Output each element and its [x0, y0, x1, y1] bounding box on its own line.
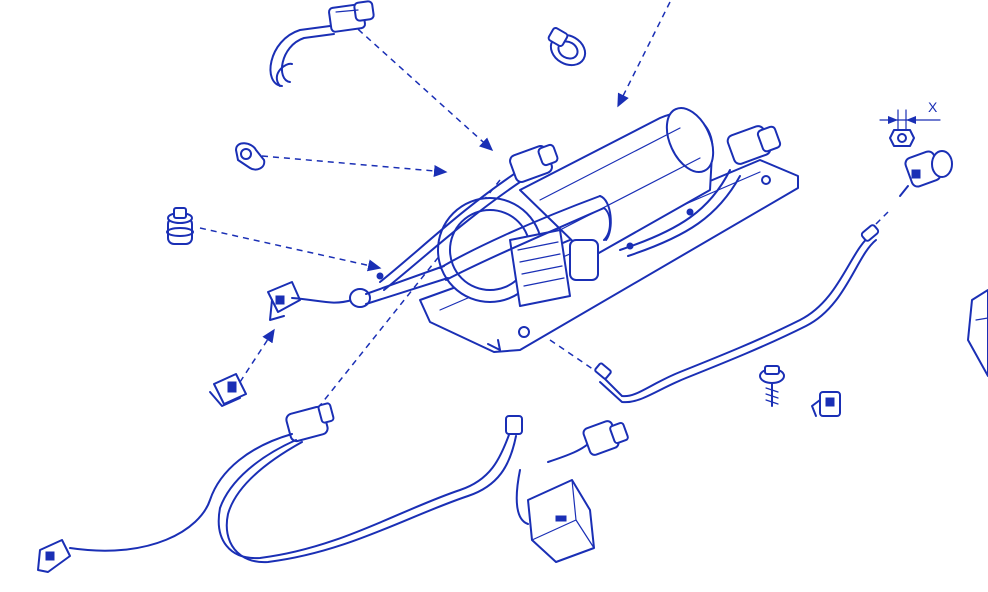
- hose-clamp: [547, 27, 587, 67]
- fuel-line: [594, 224, 880, 404]
- cable-bracket: [267, 281, 353, 321]
- control-unit: [515, 420, 629, 563]
- rubber-mount: [166, 207, 194, 245]
- screw: [759, 365, 785, 407]
- upper-hose: [269, 0, 375, 87]
- p-clip: [235, 142, 266, 171]
- plug-clip: [209, 373, 247, 407]
- edge-component: [967, 289, 988, 377]
- heater-assembly: [349, 107, 799, 353]
- small-clip: [811, 391, 841, 417]
- nut-dimension: X: [879, 99, 941, 147]
- upper-right-connector: [899, 150, 953, 197]
- lower-harness: [37, 402, 523, 573]
- dimension-label: X: [928, 99, 938, 115]
